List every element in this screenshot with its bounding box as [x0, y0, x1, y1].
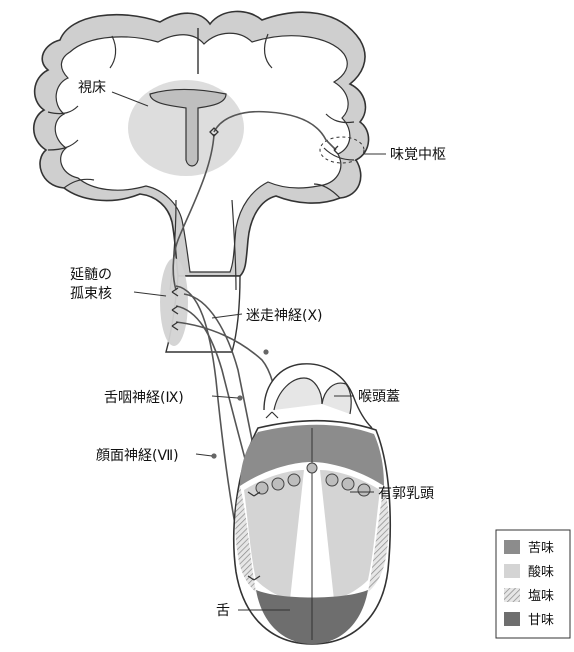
- tongue: [234, 421, 390, 644]
- label-glossopharyngeal-nerve: 舌咽神経(Ⅸ): [104, 390, 184, 406]
- label-vagus-nerve: 迷走神経(Ⅹ): [246, 308, 323, 324]
- legend-label-sweet: 甘味: [528, 613, 554, 628]
- legend-label-bitter: 苦味: [528, 540, 554, 556]
- label-vallate-papillae: 有郭乳頭: [378, 485, 434, 502]
- legend: 苦味 酸味 塩味 甘味: [496, 530, 570, 638]
- label-thalamus: 視床: [78, 80, 106, 96]
- label-gustatory-center: 味覚中枢: [390, 147, 446, 163]
- legend-label-sour: 酸味: [528, 565, 554, 580]
- legend-swatch-sweet: [504, 612, 520, 626]
- legend-label-salty: 塩味: [528, 589, 554, 604]
- label-tongue: 舌: [216, 603, 230, 619]
- label-medulla-line1: 延髄の: [70, 267, 112, 283]
- label-medulla-line2: 孤束核: [70, 286, 112, 302]
- legend-swatch-bitter: [504, 540, 520, 554]
- legend-swatch-sour: [504, 564, 520, 578]
- label-epiglottis: 喉頭蓋: [358, 389, 400, 405]
- epiglottis: [264, 364, 372, 428]
- legend-swatch-salty: [504, 588, 520, 602]
- thalamus: [128, 80, 244, 176]
- label-facial-nerve: 顔面神経(Ⅶ): [96, 448, 179, 464]
